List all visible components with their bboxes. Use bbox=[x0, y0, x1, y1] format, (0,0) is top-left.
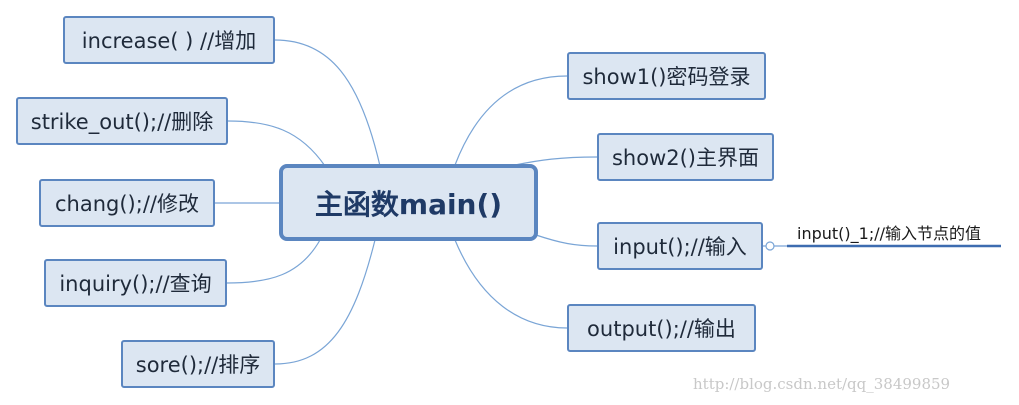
connector-input bbox=[535, 234, 598, 247]
subtopic-input-1[interactable]: input()_1;//输入节点的值 bbox=[797, 224, 981, 243]
topic-chang[interactable]: chang();//修改 bbox=[39, 179, 215, 227]
topic-strike-out[interactable]: strike_out();//删除 bbox=[16, 97, 228, 145]
connector-sore bbox=[274, 239, 376, 365]
topic-input[interactable]: input();//输入 bbox=[597, 222, 763, 270]
connector-increase bbox=[274, 39, 381, 167]
topic-output[interactable]: output();//输出 bbox=[567, 304, 756, 352]
topic-show1[interactable]: show1()密码登录 bbox=[567, 52, 766, 100]
topic-inquiry[interactable]: inquiry();//查询 bbox=[44, 259, 227, 307]
connector-output bbox=[454, 239, 568, 329]
connector-strike-out bbox=[227, 120, 326, 167]
collapse-toggle-icon bbox=[765, 241, 775, 251]
connector-inquiry bbox=[226, 239, 321, 284]
topic-show2[interactable]: show2()主界面 bbox=[597, 133, 774, 181]
topic-sore[interactable]: sore();//排序 bbox=[121, 340, 275, 388]
connector-show1 bbox=[454, 75, 568, 166]
watermark-url: http://blog.csdn.net/qq_38499859 bbox=[693, 375, 951, 393]
topic-increase[interactable]: increase( ) //增加 bbox=[63, 16, 275, 64]
central-topic-main[interactable]: 主函数main() bbox=[279, 164, 538, 241]
connector-show2 bbox=[514, 156, 598, 166]
